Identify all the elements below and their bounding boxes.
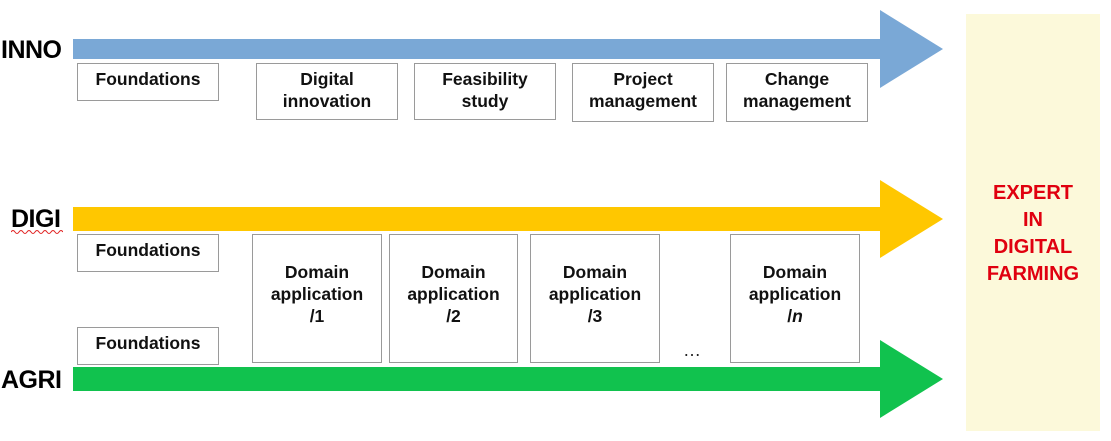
inno-box-text: Feasibility study <box>442 69 528 111</box>
domain-box-1: Domain application /1 <box>252 234 382 363</box>
digi-box-text: Foundations <box>95 240 201 260</box>
inno-box-digital-innovation: Digital innovation <box>256 63 398 120</box>
inno-box-text: Foundations <box>95 69 201 89</box>
agri-label: AGRI <box>1 366 62 394</box>
domain-index-n: n <box>792 306 803 326</box>
domain-box-2: Domain application /2 <box>389 234 518 363</box>
digi-label: DIGI <box>11 205 61 233</box>
inno-box-text: Digital innovation <box>282 69 372 111</box>
domain-box-n: Domain application /n <box>730 234 860 363</box>
inno-box-text: Change management <box>743 69 851 111</box>
inno-label: INNO <box>1 36 62 64</box>
domain-box-3: Domain application /3 <box>530 234 660 363</box>
domain-box-text: Domain application /3 <box>548 262 642 326</box>
inno-box-text: Project management <box>589 69 697 111</box>
inno-arrow <box>73 10 943 88</box>
agri-box-text: Foundations <box>95 333 201 353</box>
agri-arrow <box>73 340 943 418</box>
inno-box-foundations: Foundations <box>77 63 219 101</box>
expert-in-digital-farming-text: EXPERT IN DIGITAL FARMING <box>986 182 1080 285</box>
digi-box-foundations: Foundations <box>77 234 219 272</box>
inno-box-project-management: Project management <box>572 63 714 122</box>
expert-panel: EXPERT IN DIGITAL FARMING <box>966 14 1100 431</box>
inno-box-feasibility-study: Feasibility study <box>414 63 556 120</box>
inno-box-change-management: Change management <box>726 63 868 122</box>
domain-box-text: Domain application /2 <box>407 262 500 326</box>
domain-box-text: Domain application /1 <box>270 262 364 326</box>
domain-box-text: Domain application /n <box>748 262 842 326</box>
spellcheck-squiggle-icon <box>11 230 63 234</box>
agri-box-foundations: Foundations <box>77 327 219 365</box>
digi-arrow <box>73 180 943 258</box>
ellipsis: … <box>683 340 701 360</box>
